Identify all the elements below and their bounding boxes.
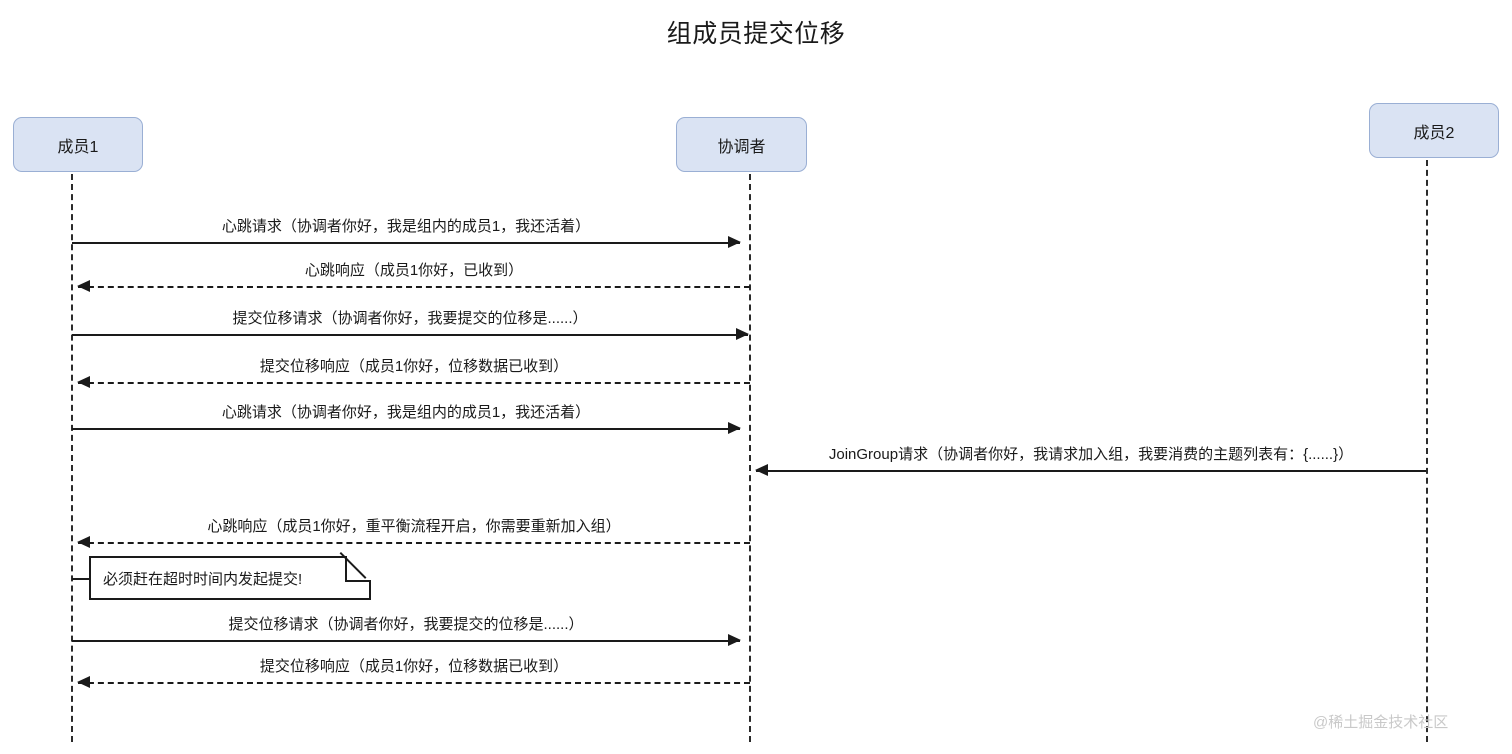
message-m4-arrowhead [77, 376, 90, 388]
note-text: 必须赶在超时时间内发起提交! [103, 570, 303, 588]
note-body [89, 556, 371, 600]
message-m5-arrowhead [728, 422, 741, 434]
note-connector [72, 578, 90, 580]
note-fold-corner [345, 556, 371, 582]
lifeline-member1 [71, 174, 73, 742]
message-m5-label: 心跳请求（协调者你好，我是组内的成员1，我还活着） [221, 404, 591, 421]
message-m7-label: 心跳响应（成员1你好，重平衡流程开启，你需要重新加入组） [207, 518, 621, 535]
participant-member1[interactable]: 成员1 [13, 117, 143, 172]
message-m6-arrowhead [755, 464, 768, 476]
message-m8-line [72, 640, 740, 642]
message-m6-line [756, 470, 1426, 472]
timeout-note: 必须赶在超时时间内发起提交! [89, 556, 371, 600]
message-m3-line [72, 334, 748, 336]
message-m4-label: 提交位移响应（成员1你好，位移数据已收到） [259, 358, 569, 375]
participant-member1-label: 成员1 [57, 138, 99, 156]
lifeline-member2 [1426, 160, 1428, 742]
message-m9-arrowhead [77, 676, 90, 688]
participant-coordinator[interactable]: 协调者 [676, 117, 807, 172]
message-m7-line [78, 542, 750, 544]
message-m9-line [78, 682, 750, 684]
message-m8-arrowhead [728, 634, 741, 646]
message-m2-line [78, 286, 750, 288]
message-m3-arrowhead [736, 328, 749, 340]
message-m9-label: 提交位移响应（成员1你好，位移数据已收到） [259, 658, 569, 675]
message-m8-label: 提交位移请求（协调者你好，我要提交的位移是......） [228, 616, 584, 633]
message-m4-line [78, 382, 750, 384]
message-m3-label: 提交位移请求（协调者你好，我要提交的位移是......） [232, 310, 588, 327]
participant-member2[interactable]: 成员2 [1369, 103, 1499, 158]
message-m6-label: JoinGroup请求（协调者你好，我请求加入组，我要消费的主题列表有：{...… [828, 446, 1354, 463]
message-m1-arrowhead [728, 236, 741, 248]
message-m5-line [72, 428, 740, 430]
participant-member2-label: 成员2 [1413, 124, 1455, 142]
watermark: @稀土掘金技术社区 [1313, 714, 1449, 731]
message-m2-arrowhead [77, 280, 90, 292]
lifeline-coordinator [749, 174, 751, 742]
message-m1-line [72, 242, 740, 244]
message-m2-label: 心跳响应（成员1你好，已收到） [304, 262, 524, 279]
participant-coordinator-label: 协调者 [717, 138, 766, 156]
message-m7-arrowhead [77, 536, 90, 548]
message-m1-label: 心跳请求（协调者你好，我是组内的成员1，我还活着） [221, 218, 591, 235]
page-title: 组成员提交位移 [666, 20, 846, 48]
